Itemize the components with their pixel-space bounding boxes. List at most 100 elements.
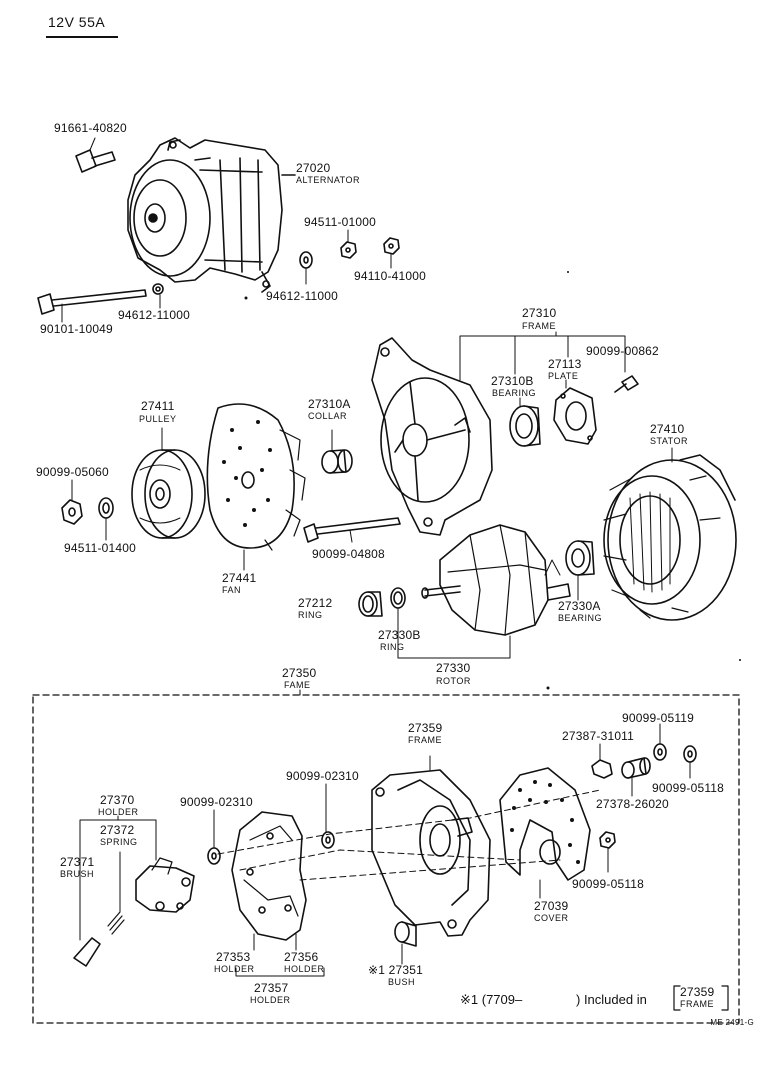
washer-94612b — [152, 283, 164, 295]
alternator-drawing — [127, 137, 296, 293]
label-27441: 27441 — [222, 571, 257, 585]
drive-end-frame-drawing — [371, 337, 493, 536]
washer-94612a-drawing — [299, 251, 313, 285]
name-stator: STATOR — [650, 436, 689, 446]
name-alternator: ALTERNATOR — [296, 175, 361, 185]
holders-27353-27356-drawing — [231, 811, 307, 951]
ring-27212-drawing — [358, 591, 383, 617]
diagram-code: ME 2491-G — [710, 1018, 754, 1027]
name-fan: FAN — [222, 585, 242, 595]
label-27353: 27353 — [216, 950, 251, 964]
nut-05060-drawing — [61, 479, 83, 525]
header-underline — [46, 36, 118, 38]
screw-00862-drawing — [614, 375, 639, 393]
nut-05118b-drawing — [599, 831, 616, 873]
holder-27357-bracket — [235, 967, 325, 977]
name-brush: BRUSH — [60, 869, 95, 879]
name-pulley: PULLEY — [139, 414, 177, 424]
label-27113: 27113 — [548, 357, 582, 371]
name-bearing-27330a: BEARING — [558, 613, 603, 623]
label-27372: 27372 — [100, 823, 135, 837]
label-90099-05060: 90099-05060 — [36, 465, 109, 479]
label-27310a: 27310A — [308, 397, 351, 411]
label-90099-05118-b: 90099-05118 — [572, 877, 645, 891]
name-cover: COVER — [534, 913, 569, 923]
collar-27310a-drawing — [321, 429, 353, 474]
stator-drawing — [603, 447, 737, 621]
label-90099-05119: 90099-05119 — [622, 711, 695, 725]
washer-01400-drawing — [98, 497, 114, 541]
name-holder-27357: HOLDER — [250, 995, 291, 1005]
footnote-box-number: 27359 — [680, 985, 715, 999]
plate-27113-drawing — [553, 379, 597, 445]
nut-94511a-drawing — [340, 229, 357, 259]
label-27371: 27371 — [60, 855, 95, 869]
name-bush: BUSH — [388, 977, 416, 987]
footnote-included: ) Included in — [576, 992, 647, 1007]
nut-05118a-drawing — [683, 745, 697, 779]
nut-05119-drawing — [653, 723, 667, 761]
label-90099-05118-a: 90099-05118 — [652, 781, 725, 795]
label-90099-02310-b: 90099-02310 — [286, 769, 359, 783]
label-91661-40820: 91661-40820 — [54, 121, 127, 135]
name-spring: SPRING — [100, 837, 138, 847]
name-fame: FAME — [284, 680, 311, 690]
pulley-drawing — [131, 427, 206, 539]
fan-drawing — [206, 403, 306, 571]
footnote-mark: ※1 (7709– — [460, 992, 523, 1007]
frame-27310-bracket — [459, 331, 626, 381]
name-holder-27353: HOLDER — [214, 964, 255, 974]
bearing-27310b-drawing — [509, 397, 541, 447]
washer-02310a-drawing — [207, 809, 221, 865]
name-frame-27359: FRAME — [408, 735, 442, 745]
bolt-91661-drawing — [75, 137, 116, 173]
terminal-27387-drawing — [591, 743, 613, 779]
label-27330a: 27330A — [558, 599, 601, 613]
nut-94110-drawing — [383, 237, 400, 269]
label-27370: 27370 — [100, 793, 135, 807]
label-27378-26020: 27378-26020 — [596, 797, 669, 811]
label-90099-00862: 90099-00862 — [586, 344, 659, 358]
ring-27330b-drawing — [390, 587, 406, 627]
bearing-27330a-drawing — [565, 540, 595, 601]
name-holder-27356: HOLDER — [284, 964, 325, 974]
label-27039: 27039 — [534, 899, 569, 913]
name-rotor: ROTOR — [436, 676, 471, 686]
name-ring-27212: RING — [298, 610, 323, 620]
bolt-04808-drawing — [303, 517, 401, 543]
label-27356: 27356 — [284, 950, 319, 964]
label-27310b: 27310B — [491, 374, 534, 388]
label-94511-01000: 94511-01000 — [304, 215, 377, 229]
label-94110-41000: 94110-41000 — [354, 269, 427, 283]
label-27330b: 27330B — [378, 628, 421, 642]
name-bearing-27310b: BEARING — [492, 388, 537, 398]
label-27351: ※1 27351 — [368, 963, 424, 977]
name-holder-27370: HOLDER — [98, 807, 139, 817]
washer-02310b-drawing — [321, 783, 335, 849]
cover-27039-drawing — [499, 767, 591, 899]
print-specks — [244, 271, 741, 690]
label-27357: 27357 — [254, 981, 289, 995]
frame-27350-group-box — [32, 694, 740, 1024]
label-27410: 27410 — [650, 422, 685, 436]
label-27411: 27411 — [141, 399, 175, 413]
rotor-bracket — [397, 625, 511, 659]
label-27212: 27212 — [298, 596, 333, 610]
brush-holder-brackets — [79, 815, 157, 941]
label-94612-11000-b: 94612-11000 — [118, 308, 191, 322]
alignment-lines — [217, 789, 601, 881]
spec-header: 12V 55A — [48, 14, 106, 30]
washer-94612b-hole — [155, 286, 161, 292]
footnote-box-brackets — [673, 985, 729, 1011]
brush-holder-drawing — [135, 857, 195, 913]
rear-frame-drawing — [371, 755, 491, 937]
bush-27351-drawing — [394, 921, 417, 965]
label-90101-10049: 90101-10049 — [40, 322, 113, 336]
label-27020: 27020 — [296, 161, 331, 175]
label-27387-31011: 27387-31011 — [562, 729, 635, 743]
label-90099-04808: 90099-04808 — [312, 547, 385, 561]
label-94612-11000-a: 94612-11000 — [266, 289, 339, 303]
rotor-drawing — [421, 524, 571, 636]
label-27330: 27330 — [436, 661, 471, 675]
